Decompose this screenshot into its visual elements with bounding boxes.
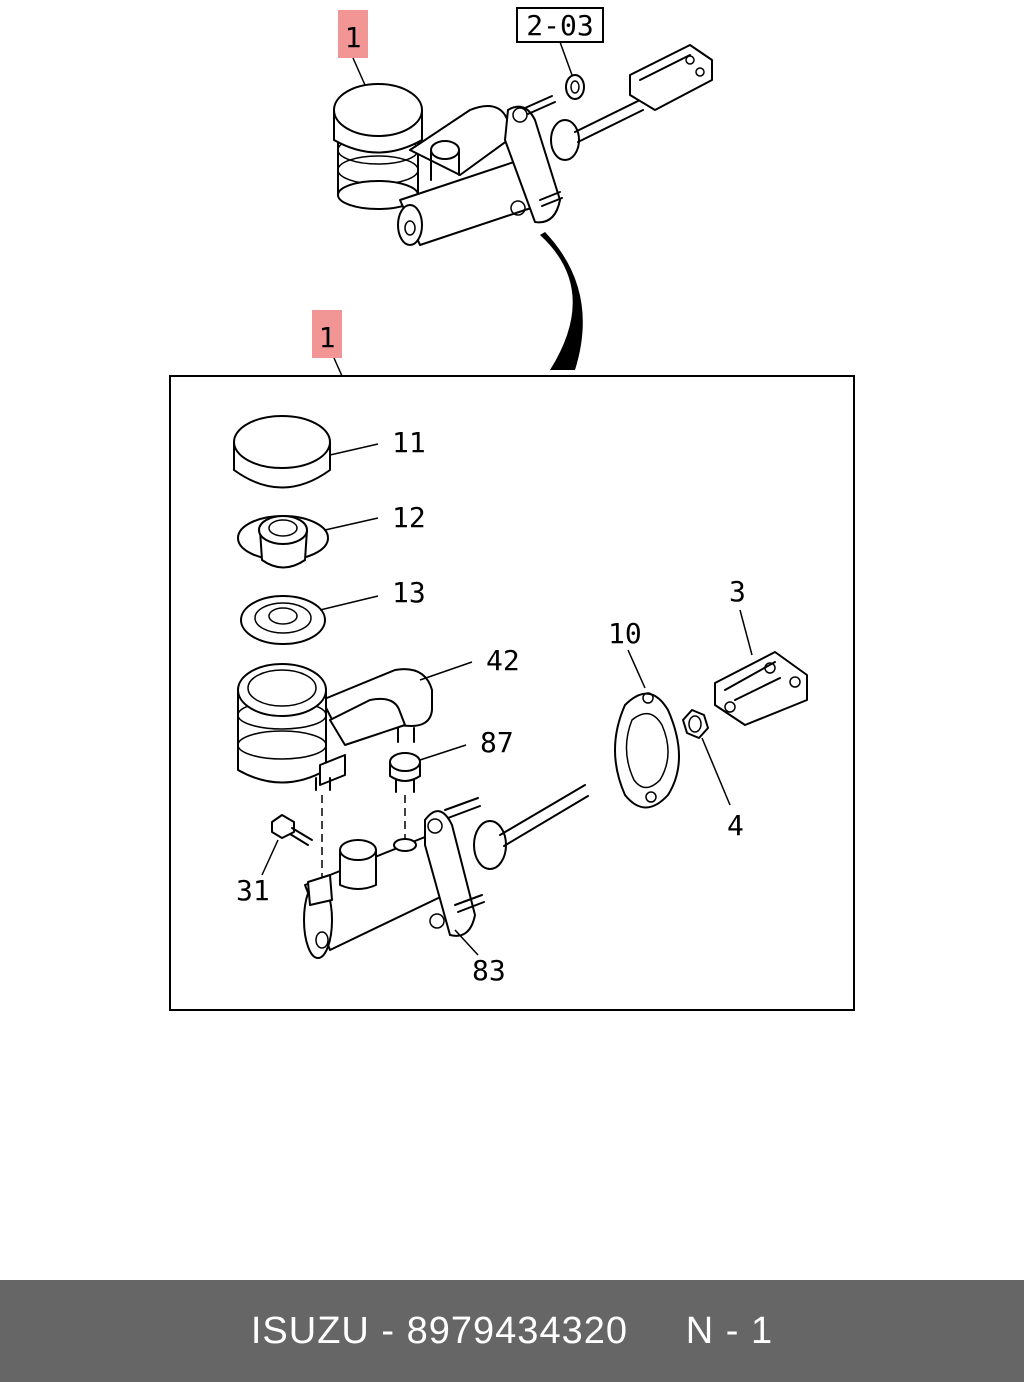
ref-callout-box (516, 7, 604, 43)
label-part-11[interactable]: 11 (392, 426, 426, 459)
part-12-diaphragm (237, 515, 329, 569)
footer-caption: ISUZU - 8979434320 N - 1 (251, 1310, 773, 1353)
upper-callout-highlight (338, 10, 368, 58)
part-87-plug (389, 752, 421, 793)
box-callout-1[interactable]: 1 (319, 321, 336, 354)
label-part-4[interactable]: 4 (727, 809, 744, 842)
part-13-plate (240, 595, 326, 645)
label-part-13[interactable]: 13 (392, 576, 426, 609)
label-part-10[interactable]: 10 (608, 617, 642, 650)
assembly-arrow (540, 232, 583, 370)
parts-diagram: 1 2-03 1 11 12 13 (169, 7, 855, 1011)
label-part-87[interactable]: 87 (480, 726, 514, 759)
exploded-view-frame (169, 375, 855, 1011)
label-part-83[interactable]: 83 (472, 954, 506, 987)
footer-bar: ISUZU - 8979434320 N - 1 (0, 1280, 1024, 1382)
part-42-reservoir-tank (237, 663, 433, 791)
part-31-bolt (271, 814, 313, 846)
part-83-master-cylinder-body (303, 784, 589, 959)
upper-callout-1[interactable]: 1 (345, 21, 362, 54)
footer-brand: ISUZU (250, 1309, 370, 1352)
footer-page-label: N - 1 (685, 1309, 774, 1352)
box-callout-highlight (312, 310, 342, 358)
part-4-nut (682, 709, 709, 739)
label-part-31[interactable]: 31 (236, 874, 270, 907)
part-10-gasket (614, 692, 680, 809)
ref-callout-2-03[interactable]: 2-03 (526, 9, 593, 42)
assembled-clutch-master-cylinder (333, 44, 713, 246)
footer-separator: - (369, 1309, 407, 1352)
part-11-reservoir-cap (233, 415, 331, 489)
part-3-yoke (714, 651, 808, 726)
label-part-12[interactable]: 12 (392, 501, 426, 534)
label-part-42[interactable]: 42 (486, 644, 520, 677)
footer-part-number: 8979434320 (406, 1309, 628, 1352)
label-part-3[interactable]: 3 (729, 575, 746, 608)
